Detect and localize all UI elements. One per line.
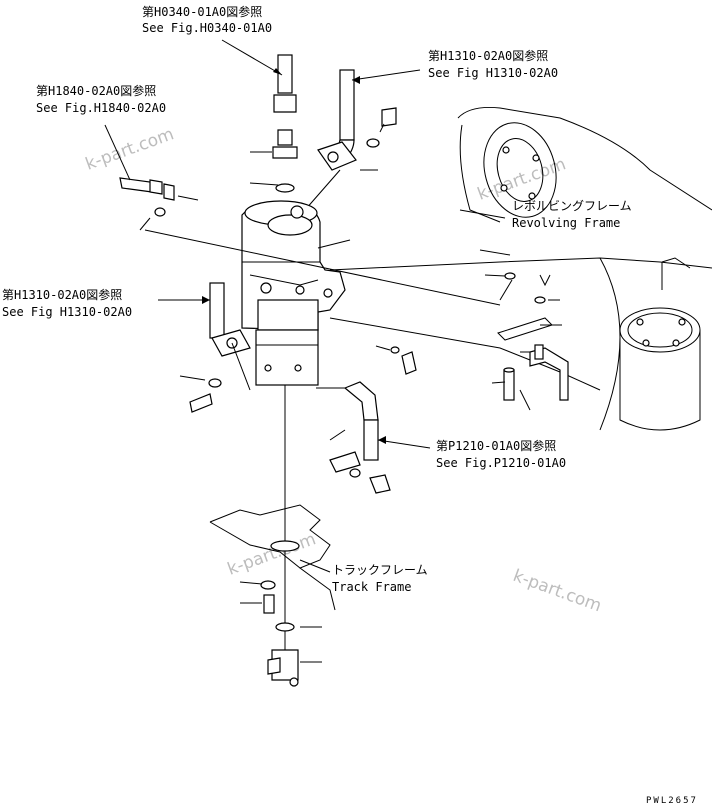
callout-h1310-left-jp: 第H1310-02A0図参照 — [2, 287, 122, 302]
left-hose-assembly — [179, 282, 251, 413]
watermark-4: k-part.com — [510, 566, 604, 616]
swivel-joint — [241, 200, 351, 386]
callout-p1210-en: See Fig.P1210-01A0 — [436, 456, 566, 470]
revolving-frame — [329, 107, 712, 431]
callout-h1840-jp: 第H1840-02A0図参照 — [36, 83, 156, 98]
watermark-1: k-part.com — [83, 124, 177, 174]
callout-h0340-jp: 第H0340-01A0図参照 — [142, 4, 262, 19]
callout-h1840-en: See Fig.H1840-02A0 — [36, 101, 166, 115]
callout-h0340-en: See Fig.H0340-01A0 — [142, 21, 272, 35]
watermark-2: k-part.com — [475, 154, 569, 204]
track-frame-jp: トラックフレーム — [332, 563, 428, 577]
support-brackets — [479, 249, 569, 401]
right-hose-assembly — [304, 69, 397, 211]
drawing-code: PWL2657 — [646, 796, 698, 806]
left-small-fitting — [119, 177, 199, 231]
callout-h1310-top-en: See Fig H1310-02A0 — [428, 66, 558, 80]
bottom-fittings — [239, 580, 322, 687]
top-hose-assembly — [249, 54, 298, 193]
watermark-3: k-part.com — [225, 529, 319, 579]
revolving-frame-jp: レボルビングフレーム — [512, 199, 632, 213]
lower-hose-assembly — [316, 345, 417, 494]
track-frame — [209, 504, 336, 611]
callout-p1210-jp: 第P1210-01A0図参照 — [436, 438, 556, 453]
callout-h1310-top-jp: 第H1310-02A0図参照 — [428, 48, 548, 63]
revolving-frame-en: Revolving Frame — [512, 216, 620, 230]
callout-h1310-left-en: See Fig H1310-02A0 — [2, 305, 132, 319]
leader-lines — [104, 39, 506, 449]
track-frame-en: Track Frame — [332, 580, 411, 594]
